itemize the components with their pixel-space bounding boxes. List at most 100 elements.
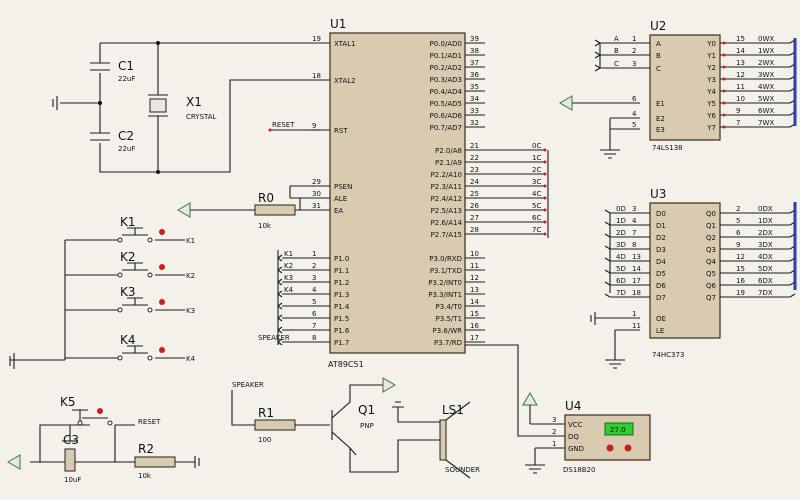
u4-pin-name: DQ [568,433,579,441]
u1-pin-number: 26 [470,202,479,210]
key-contact [147,307,153,313]
u3-pin-name: Q3 [706,246,716,254]
u3-pin-number: 15 [736,265,745,273]
p2-net-dot [543,148,547,152]
u3-pin-name: LE [656,327,664,335]
u4-pin-name: GND [568,445,584,453]
u1-ref: U1 [330,17,346,31]
u2-output-net: 0WX [758,35,774,43]
u1-pin-number: 12 [470,274,479,282]
r0-resistor: R0 10k [177,185,310,230]
u3-input-net: 7D [616,289,626,297]
u4-part: DS18B20 [563,466,595,474]
c2-symbol [90,132,110,141]
u3-bus-entry [604,293,611,298]
u4-ref: U4 [565,399,581,413]
r2-label: R2 [138,442,154,456]
c3-label: C3 [63,433,79,447]
key-contact [117,307,123,313]
u3-body [649,202,721,339]
u4-pin-number: 2 [552,428,556,436]
key-contact [117,272,123,278]
p2-net-label: 3C [532,178,541,186]
r2-value: 10k [138,472,152,480]
u3-input-net: 3D [616,241,626,249]
key-net: K4 [186,355,196,363]
u1-pin-name: XTAL2 [334,77,356,85]
u2-output-net: 2WX [758,59,774,67]
p1-bus-entry [277,290,283,298]
u3-pin-name: D5 [656,270,666,278]
p2-net-dot [543,196,547,200]
p1-bus-entry [277,254,283,262]
u1-pin-name: P1.0 [334,255,349,263]
u3-bus-entry [604,209,611,214]
u3-bus-entry [604,221,611,226]
u3-pin-number: 18 [632,289,641,297]
u1-pin-number: 6 [312,310,317,318]
u3-output-net: 6DX [758,277,773,285]
key-label: K3 [120,285,136,299]
key-net: K3 [186,307,195,315]
p1-bus-entry [277,302,283,310]
u1-left-pins: 19XTAL118XTAL29RST29PSEN30ALE31EA1P1.02P… [310,35,356,347]
u1-reset-net: RESET [272,121,295,129]
p2-net-dot [543,220,547,224]
u1-pin-number: 37 [470,59,479,67]
u2-pin-name: E2 [656,115,665,123]
u2-pin-name: Y2 [706,64,716,72]
u1-pin-number: 38 [470,47,479,55]
u1-pin-number: 10 [470,250,479,258]
u3-output-net: 5DX [758,265,773,273]
u2-pin-name: A [656,40,661,48]
u3-pin-name: Q2 [706,234,716,242]
u1-pin-name: P0.3/AD3 [430,76,462,84]
u3-pin-name: Q1 [706,222,716,230]
u3-pin-number: 14 [632,265,641,273]
p1-net-label: K4 [284,286,294,294]
u3-pin-name: D6 [656,282,666,290]
k5-label: K5 [60,395,76,409]
u3-pin-name: Q6 [706,282,717,290]
u1-pin-name: RST [334,127,348,135]
u1-pin-name: P1.5 [334,315,349,323]
u1-pin-number: 19 [312,35,321,43]
u3-input-net: 6D [616,277,626,285]
u3-pin-number: 8 [632,241,636,249]
u2-bus-entry [594,51,601,59]
key-actuator [122,262,148,271]
u3-pin-number: 6 [736,229,741,237]
u2-pin-name: Y0 [706,40,716,48]
u3-bus-entry [789,293,796,298]
u1-pin-number: 35 [470,83,479,91]
p1-net-label: K2 [284,262,293,270]
u2-pin-dot [722,53,726,57]
u2-pin-number: 7 [736,119,740,127]
key-label: K4 [120,333,136,347]
u1-chip: U1 AT89C51 19XTAL118XTAL29RST29PSEN30ALE… [310,17,485,369]
u3-input-net: 1D [616,217,626,225]
u2-pin-number: 9 [736,107,740,115]
c1-symbol [90,62,110,71]
u3-pin-name: Q5 [706,270,716,278]
u1-pin-name: P2.7/A15 [431,231,462,239]
u1-pin-number: 21 [470,142,479,150]
u3-pin-number: 11 [632,322,641,330]
u2-pin-name: Y1 [706,52,716,60]
u1-pin-name: P1.4 [334,303,350,311]
p1-bus-entry [277,278,283,286]
u2-pin-name: E3 [656,126,665,134]
u2-pin-name: Y4 [706,88,716,96]
u1-pin-name: P0.0/AD0 [430,40,462,48]
u1-pin-number: 13 [470,286,479,294]
key-label: K2 [120,250,136,264]
u1-pin-name: P3.5/T1 [436,315,462,323]
u3-pin-name: D3 [656,246,666,254]
k5-net: RESET [138,418,161,426]
u3-output-net: 1DX [758,217,773,225]
u2-output-net: 7WX [758,119,774,127]
